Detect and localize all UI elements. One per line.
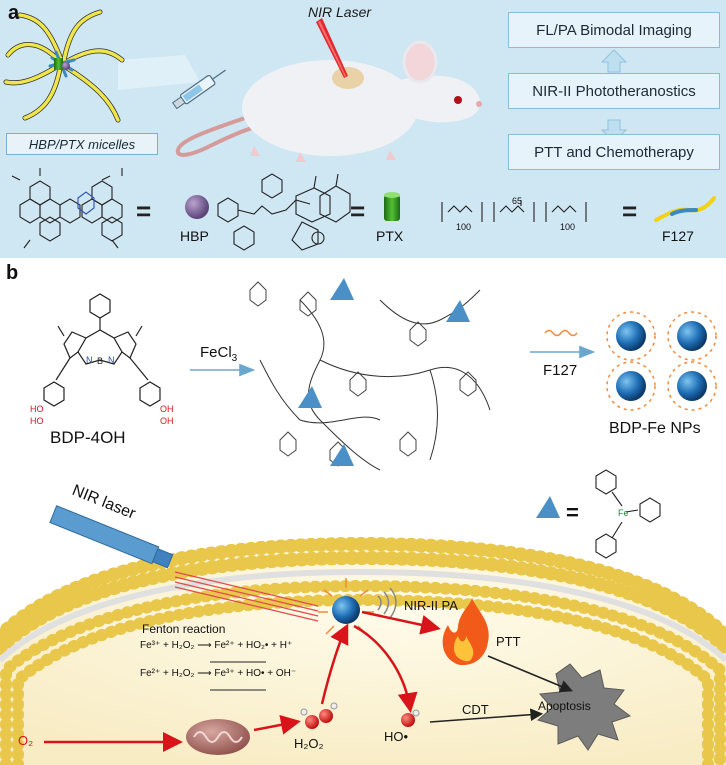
- fenton-title: Fenton reaction: [142, 622, 226, 636]
- ptt-label: PTT: [496, 634, 521, 649]
- polymer-sub-3: 100: [560, 222, 576, 232]
- flame-icon: [442, 598, 489, 666]
- h2o2-molecule: [300, 702, 338, 729]
- o2-label: O₂: [18, 733, 34, 748]
- cdt-label: CDT: [462, 702, 489, 717]
- fecl3-label-main: FeCl: [200, 344, 232, 361]
- svg-text:HO: HO: [30, 416, 44, 426]
- ptx-icon: [384, 195, 400, 221]
- panel-b-letter: b: [6, 262, 19, 284]
- polymer-sub-2: 65: [512, 196, 523, 206]
- ho-label: HO•: [384, 729, 409, 744]
- f127-label: F127: [662, 228, 694, 244]
- f127-structure: [441, 200, 587, 222]
- cell-membrane: [0, 536, 726, 765]
- ptx-icon-top: [384, 192, 400, 198]
- bdp-4oh-structure: [43, 293, 161, 407]
- svg-text:B: B: [97, 356, 103, 366]
- svg-text:N: N: [86, 355, 93, 365]
- f127-equals: =: [622, 196, 638, 226]
- fecl3-label: FeCl3: [200, 344, 237, 364]
- hbp-structure: [11, 168, 123, 249]
- svg-text:N: N: [108, 355, 115, 365]
- pa-label: NIR-II PA: [404, 598, 458, 613]
- triangle-legend-icon: [536, 496, 560, 518]
- bdp-fe-nanoparticles: [606, 311, 717, 411]
- syringe-icon: [172, 69, 226, 110]
- polymer-sub-1: 100: [456, 222, 472, 232]
- polymer-network: [249, 281, 491, 471]
- mitochondrion-icon: [186, 719, 250, 755]
- ptx-label: PTX: [376, 228, 404, 244]
- fenton-reaction-2: Fe²⁺ + H₂O₂ ⟶ Fe³⁺ + HO• + OH⁻: [140, 668, 297, 679]
- svg-text:Fe: Fe: [618, 508, 629, 518]
- laser-beam: [316, 18, 348, 78]
- ptx-structure: [217, 173, 351, 251]
- monomer-label: BDP-4OH: [50, 428, 126, 447]
- fe-complex-structure: [595, 469, 661, 559]
- f127-reagent-label: F127: [543, 362, 578, 379]
- ptx-equals: =: [350, 196, 366, 226]
- svg-text:HO: HO: [30, 404, 44, 414]
- panel-a-letter: a: [8, 2, 20, 24]
- flow-box-phototheranostics: NIR-II Phototheranostics: [508, 73, 720, 109]
- triangle-equals: =: [566, 500, 579, 525]
- fe-complex-triangles: [298, 278, 470, 466]
- flow-box-therapy: PTT and Chemotherapy: [508, 134, 720, 170]
- apoptosis-label: Apoptosis: [538, 699, 591, 713]
- micelle-illustration: [3, 9, 200, 123]
- nir-laser-device: [49, 505, 319, 622]
- f127-wave: [544, 329, 578, 337]
- nanoparticle-label: BDP-Fe NPs: [609, 420, 701, 437]
- fenton-reaction-1: Fe³⁺ + H₂O₂ ⟶ Fe²⁺ + HO₂• + H⁺: [140, 640, 293, 651]
- h2o2-label: H₂O₂: [294, 736, 324, 751]
- svg-text:OH: OH: [160, 404, 174, 414]
- nir-laser-label: NIR Laser: [308, 4, 372, 20]
- hbp-icon: [185, 195, 209, 219]
- svg-text:OH: OH: [160, 416, 174, 426]
- hbp-label: HBP: [180, 228, 209, 244]
- central-nanoparticle: [318, 578, 397, 635]
- micelle-label: HBP/PTX micelles: [6, 133, 158, 155]
- hbp-equals: =: [136, 196, 152, 226]
- mouse-illustration: [175, 40, 482, 162]
- fecl3-label-sub: 3: [231, 353, 238, 364]
- reaction-arrows: [44, 610, 573, 752]
- flow-box-imaging: FL/PA Bimodal Imaging: [508, 12, 720, 48]
- flow-arrows: [600, 49, 628, 143]
- bdp-heteroatoms: N N B HO HO OH OH: [30, 355, 174, 426]
